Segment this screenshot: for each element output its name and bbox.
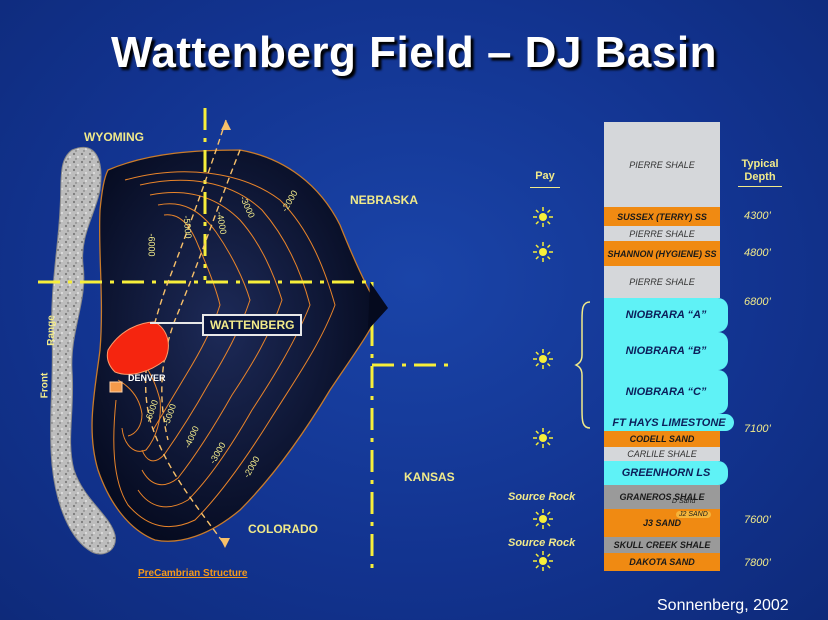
strat-layer: GRANEROS SHALE xyxy=(604,485,720,509)
depth-header-underline xyxy=(738,186,782,187)
structure-contours xyxy=(113,171,336,528)
depth-label: 7800’ xyxy=(744,557,771,569)
strat-layer: SHANNON (HYGIENE) SS xyxy=(604,241,720,266)
pay-sun-icon xyxy=(533,428,553,448)
depth-header-line1: Typical xyxy=(741,158,779,170)
contour-label: -5000 xyxy=(181,215,194,239)
depth-label: 7100’ xyxy=(744,423,771,435)
strat-layer: NIOBRARA “C” xyxy=(604,370,728,414)
strat-layer-name: FT HAYS LIMESTONE xyxy=(612,416,726,429)
depth-label: 7600’ xyxy=(744,514,771,526)
state-label-nebraska: NEBRASKA xyxy=(350,193,419,207)
d-sand-tag: D Sand xyxy=(672,498,696,505)
contour-label: -6000 xyxy=(146,233,157,257)
depth-label: 6800’ xyxy=(744,296,771,308)
j2-sand-tag: J2 SAND xyxy=(676,511,711,518)
depth-label: 4800’ xyxy=(744,247,771,259)
strat-layer-name: GRANEROS SHALE xyxy=(619,492,705,502)
state-label-wyoming: WYOMING xyxy=(84,130,144,144)
strat-layer-name: J3 SAND xyxy=(642,518,681,528)
source-rock-label: Source Rock xyxy=(508,491,576,503)
denver-label: DENVER xyxy=(128,373,166,383)
pay-sun-icon xyxy=(533,349,553,369)
pay-sun-icon xyxy=(533,207,553,227)
strat-layer-name: PIERRE SHALE xyxy=(629,228,695,239)
strat-layer-name: DAKOTA SAND xyxy=(629,557,695,567)
strat-layer: PIERRE SHALE xyxy=(604,122,720,207)
front-range-label-range: Range xyxy=(45,315,57,346)
strat-layer-name: GREENHORN LS xyxy=(621,467,711,479)
strat-layer: PIERRE SHALE xyxy=(604,266,720,298)
strat-layer-name: CARLILE SHALE xyxy=(627,449,697,459)
state-label-kansas: KANSAS xyxy=(404,470,455,484)
pay-sun-icon xyxy=(533,509,553,529)
strat-layer: NIOBRARA “A” xyxy=(604,298,728,332)
pay-sun-icon xyxy=(533,551,553,571)
depth-label: 4300’ xyxy=(744,210,771,222)
depth-header-line2: Depth xyxy=(744,171,776,183)
wattenberg-field xyxy=(106,321,169,375)
niobrara-brace xyxy=(574,301,591,429)
strat-layer: CODELL SAND xyxy=(604,431,720,447)
depth-header: Typical Depth xyxy=(735,158,785,184)
pay-header-underline xyxy=(530,187,560,188)
map-caption: PreCambrian Structure xyxy=(138,568,248,579)
strat-layer-name: NIOBRARA “A” xyxy=(625,309,707,321)
strat-layer: DAKOTA SAND xyxy=(604,553,720,571)
strat-layer-name: SKULL CREEK SHALE xyxy=(613,540,711,550)
dj-basin-outline xyxy=(91,149,381,542)
strat-layer-name: SHANNON (HYGIENE) SS xyxy=(607,248,717,259)
source-rock-label: Source Rock xyxy=(508,537,576,549)
pay-header: Pay xyxy=(535,170,555,182)
front-range-label-front: Front xyxy=(39,372,51,399)
state-boundaries xyxy=(38,108,452,575)
strat-layer-name: NIOBRARA “C” xyxy=(625,386,707,398)
strat-layer: NIOBRARA “B” xyxy=(604,332,728,370)
strat-layer-name: PIERRE SHALE xyxy=(629,277,695,287)
pay-sun-icon xyxy=(533,242,553,262)
page-title: Wattenberg Field – DJ Basin xyxy=(111,28,717,77)
state-label-colorado: COLORADO xyxy=(248,522,318,536)
strat-layer-name: PIERRE SHALE xyxy=(629,160,695,170)
strat-layer: CARLILE SHALE xyxy=(604,447,720,461)
strat-layer: PIERRE SHALE xyxy=(604,226,720,241)
strat-layer: SKULL CREEK SHALE xyxy=(604,537,720,553)
strat-layer-name: NIOBRARA “B” xyxy=(625,345,707,357)
fold-axes xyxy=(144,119,241,546)
wattenberg-label: WATTENBERG xyxy=(202,314,303,336)
strat-layer-name: CODELL SAND xyxy=(629,434,695,444)
strat-layer: SUSSEX (TERRY) SS xyxy=(604,207,720,226)
strat-layer-name: SUSSEX (TERRY) SS xyxy=(617,211,707,222)
credit-text: Sonnenberg, 2002 xyxy=(657,597,789,614)
strat-layer: FT HAYS LIMESTONE xyxy=(604,414,734,431)
front-range-uplift xyxy=(50,147,116,555)
strat-layer: GREENHORN LS xyxy=(604,461,728,485)
denver-marker xyxy=(109,381,123,393)
